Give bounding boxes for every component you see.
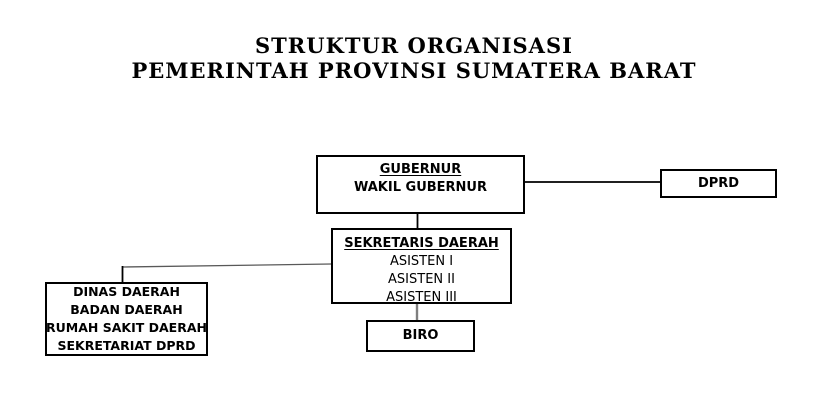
node-perangkat-daerah: DINAS DAERAH BADAN DAERAH RUMAH SAKIT DA… — [45, 282, 208, 356]
gubernur-title: GUBERNUR — [379, 162, 462, 177]
dprd-label: DPRD — [697, 175, 740, 191]
node-biro: BIRO — [366, 320, 475, 352]
wakil-gubernur-label: WAKIL GUBERNUR — [353, 180, 487, 195]
node-gubernur: GUBERNUR WAKIL GUBERNUR — [316, 155, 525, 214]
asisten-3-label: ASISTEN III — [386, 290, 457, 305]
biro-label: BIRO — [402, 328, 439, 343]
rumah-sakit-daerah-label: RUMAH SAKIT DAERAH — [46, 320, 207, 335]
page-title: STRUKTUR ORGANISASI PEMERINTAH PROVINSI … — [0, 33, 828, 83]
connector-sekretaris-dinas-horizontal — [122, 263, 332, 268]
sekretaris-daerah-title: SEKRETARIS DAERAH — [344, 236, 499, 251]
dinas-daerah-label: DINAS DAERAH — [73, 284, 180, 299]
badan-daerah-label: BADAN DAERAH — [70, 302, 183, 317]
node-dprd: DPRD — [660, 169, 777, 198]
asisten-2-label: ASISTEN II — [388, 272, 455, 287]
sekretariat-dprd-label: SEKRETARIAT DPRD — [57, 338, 196, 353]
node-sekretaris-daerah: SEKRETARIS DAERAH ASISTEN I ASISTEN II A… — [331, 228, 512, 305]
page-title-line2: PEMERINTAH PROVINSI SUMATERA BARAT — [131, 58, 697, 83]
page-title-line1: STRUKTUR ORGANISASI — [255, 33, 573, 58]
asisten-1-label: ASISTEN I — [389, 254, 454, 269]
